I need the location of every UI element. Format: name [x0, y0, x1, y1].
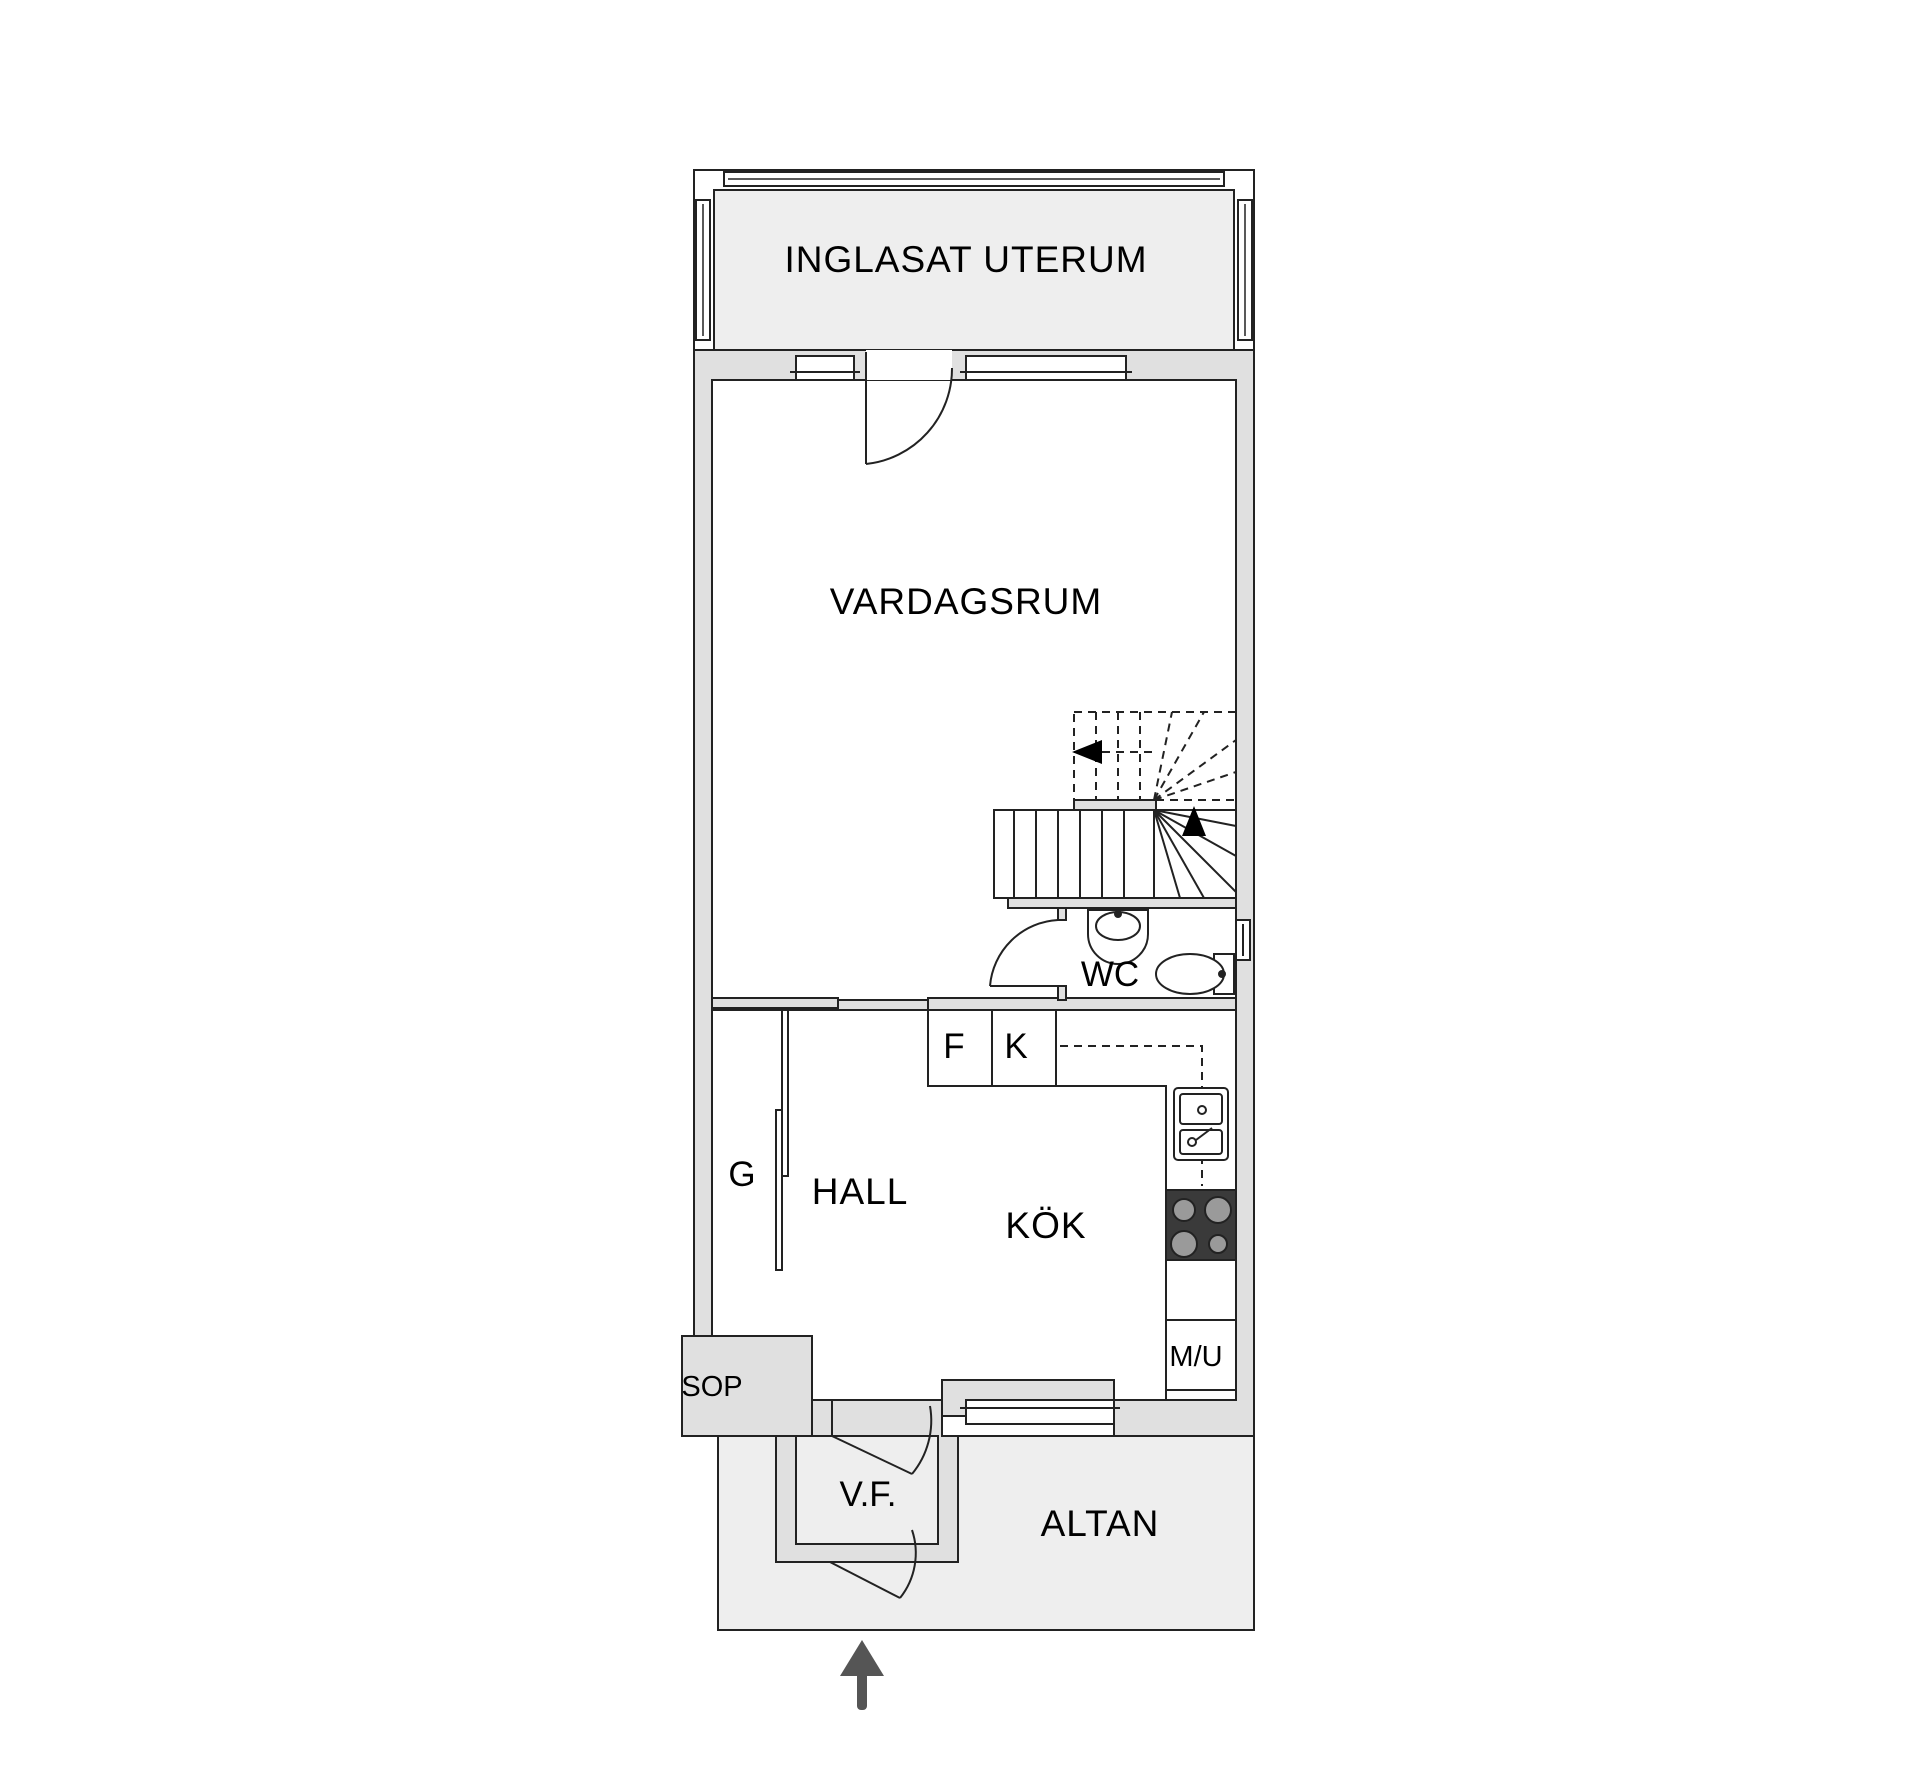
- wc-wall-top: [1007, 897, 1237, 909]
- outdoor-areas: [693, 169, 1255, 1631]
- label-uterum: INGLASAT UTERUM: [784, 239, 1147, 280]
- sink-icon: [1173, 1087, 1229, 1161]
- wardrobe-door-1: [781, 1009, 789, 1177]
- altan-area: [717, 1435, 1255, 1631]
- washbasin-icon: [1087, 909, 1149, 965]
- stair-upper-dashed: [1073, 711, 1237, 801]
- label-hall: HALL: [812, 1171, 909, 1212]
- window-living-right: [965, 355, 1127, 381]
- doors: [829, 350, 1059, 1599]
- door-entrance: [829, 1561, 901, 1599]
- window-living-left: [795, 355, 855, 381]
- label-closet: G: [728, 1155, 755, 1194]
- label-fridge: F: [943, 1027, 964, 1066]
- toilet-icon: [1155, 953, 1235, 995]
- label-wc: WC: [1081, 955, 1139, 994]
- partition-wall: [711, 997, 839, 1009]
- stair-winders: [1153, 809, 1237, 899]
- kitchen-wall: [927, 997, 1237, 1011]
- room-labels: INGLASAT UTERUM VARDAGSRUM WC F K G HALL…: [681, 239, 1222, 1544]
- entrance-arrow-icon: [840, 1640, 884, 1710]
- wardrobe-door-2: [775, 1109, 783, 1271]
- windows: [790, 355, 1251, 1425]
- label-trash: SOP: [681, 1371, 742, 1403]
- stair-direction-arrow-icon: [1072, 740, 1102, 764]
- label-freezer: K: [1004, 1027, 1027, 1066]
- staircase: [993, 711, 1237, 899]
- wardrobe: [775, 1009, 789, 1271]
- door-vestibule-inner: [831, 1435, 913, 1475]
- door-uterum-opening: [866, 350, 952, 380]
- sop-wall: [681, 1335, 813, 1437]
- label-vestibule: V.F.: [839, 1475, 896, 1514]
- label-altan: ALTAN: [1041, 1503, 1160, 1544]
- vestibule-walls: [775, 1399, 959, 1563]
- label-vardagsrum: VARDAGSRUM: [830, 581, 1102, 622]
- wc-wall-left: [1057, 907, 1067, 921]
- kitchen-fixtures: [927, 1009, 1237, 1401]
- window-kitchen: [965, 1399, 1115, 1425]
- stair-up-arrow-icon: [1182, 806, 1206, 836]
- label-kitchen: KÖK: [1005, 1205, 1086, 1246]
- fridge-unit: [927, 1009, 993, 1087]
- stove-icon: [1165, 1189, 1237, 1261]
- freezer-unit: [991, 1009, 1057, 1087]
- wall-cabinet-line: [1060, 1045, 1203, 1186]
- uterum-floor: [713, 189, 1235, 351]
- stair-straight-run: [993, 809, 1155, 899]
- wc-wall-left-lower: [1057, 985, 1067, 1001]
- stair-treads: [1013, 810, 1125, 898]
- door-wc-swing: [989, 919, 1059, 987]
- label-dishwasher: M/U: [1169, 1341, 1222, 1373]
- wc-fixtures: [1087, 909, 1235, 995]
